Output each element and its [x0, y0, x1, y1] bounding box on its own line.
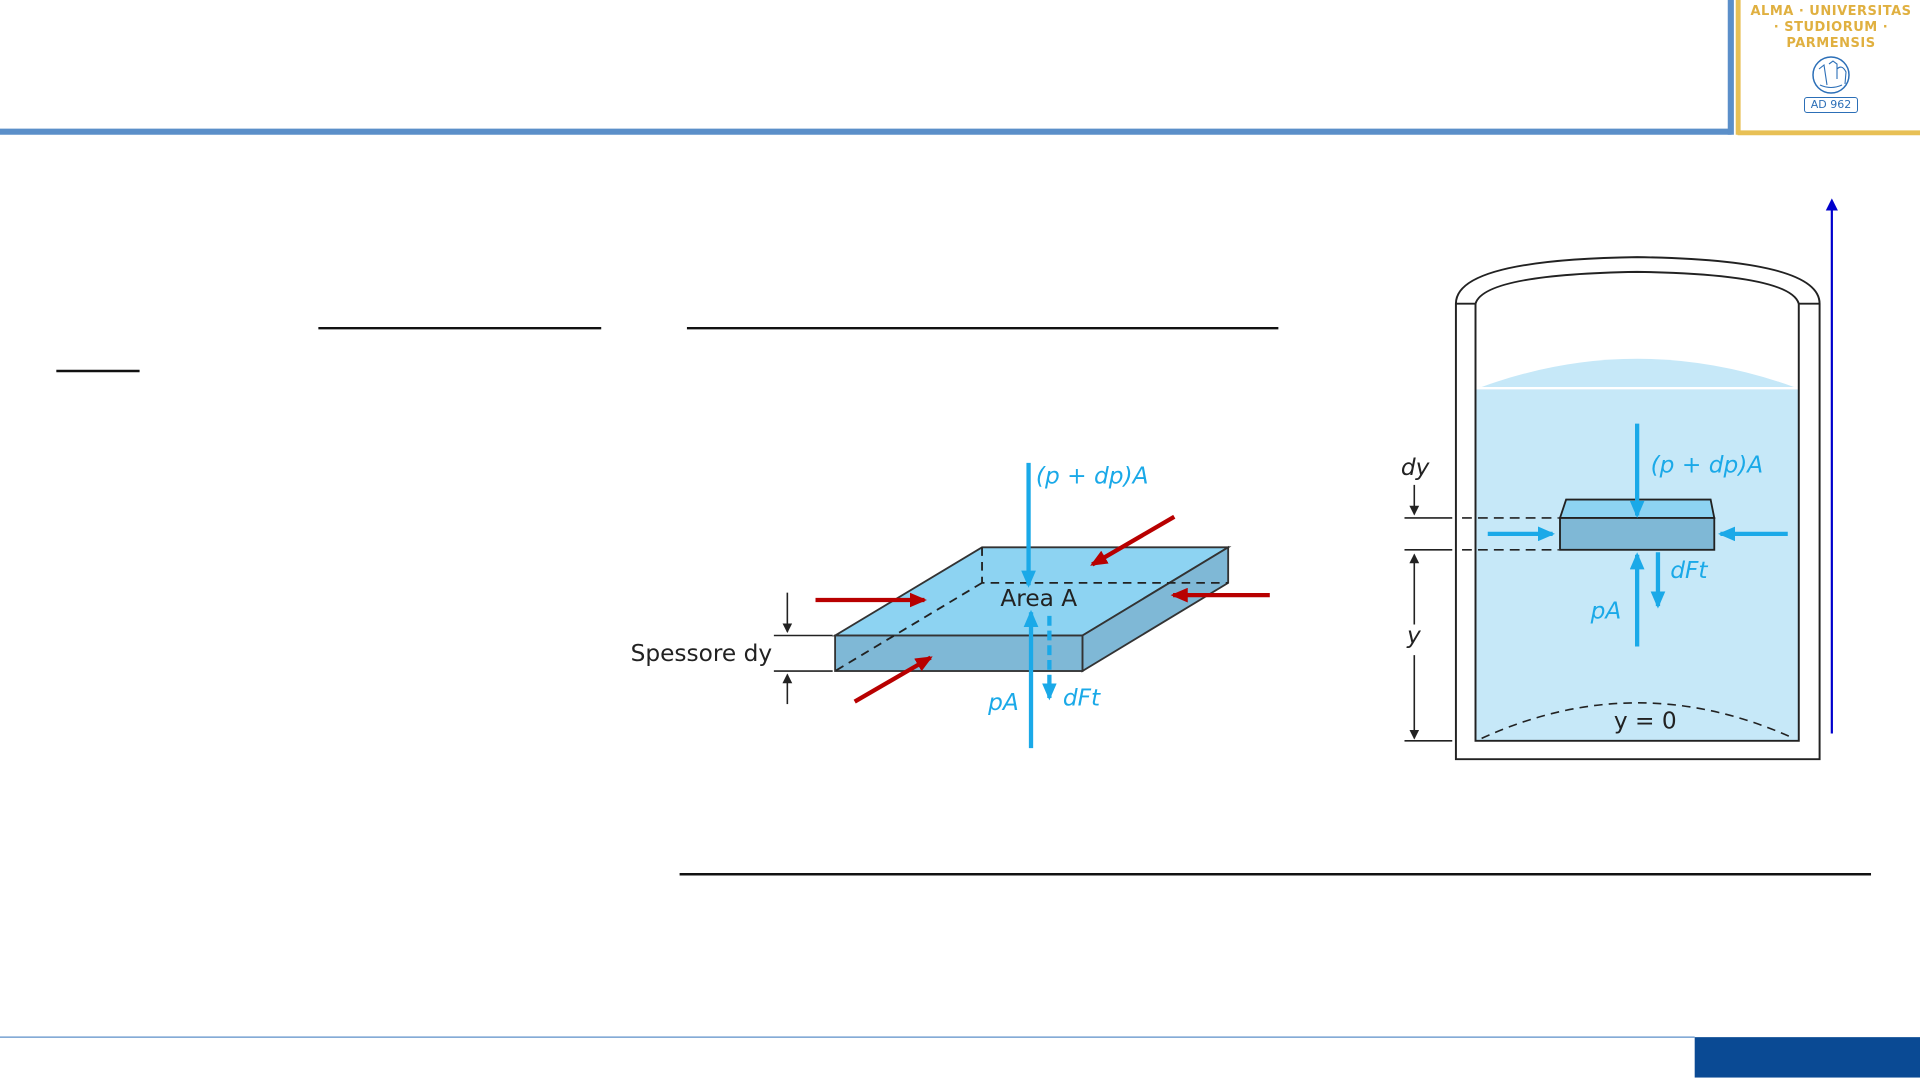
tank-dy-label: dy: [1401, 454, 1431, 481]
tank-top-force-label: (p + dp)A: [1651, 452, 1764, 479]
seal-emblem-icon: [1812, 56, 1850, 94]
slab-area-label: Area A: [1000, 585, 1077, 612]
logo-banner-text: AD 962: [1803, 97, 1859, 113]
text-underlines: [56, 326, 1872, 876]
header-bar: [0, 0, 1920, 136]
tank-origin-label: y = 0: [1614, 708, 1677, 735]
lateral-pressure-arrows: [815, 514, 1270, 704]
tank-y-label: y: [1406, 622, 1422, 649]
tank-diagram: (p + dp)A pA dFt dy y y = 0: [1401, 256, 1821, 761]
footer-bar: [0, 1036, 1920, 1078]
fluid-slab-diagram: (p + dp)A Area A pA dFt Spessore dy: [631, 463, 1270, 749]
footer-block: [1694, 1037, 1920, 1078]
slab-weight-label: dFt: [1063, 684, 1101, 711]
tank-bottom-force-label: pA: [1590, 597, 1622, 624]
university-logo: ALMA · UNIVERSITAS · STUDIORUM · PARMENS…: [1746, 4, 1916, 128]
tank-weight-label: dFt: [1670, 557, 1708, 584]
thickness-dimension: [773, 592, 833, 705]
slab-bottom-force-label: pA: [987, 689, 1019, 716]
logo-ring-text: ALMA · UNIVERSITAS · STUDIORUM · PARMENS…: [1750, 4, 1912, 51]
slab-top-force-label: (p + dp)A: [1036, 463, 1149, 490]
slab-thickness-label: Spessore dy: [631, 640, 773, 667]
